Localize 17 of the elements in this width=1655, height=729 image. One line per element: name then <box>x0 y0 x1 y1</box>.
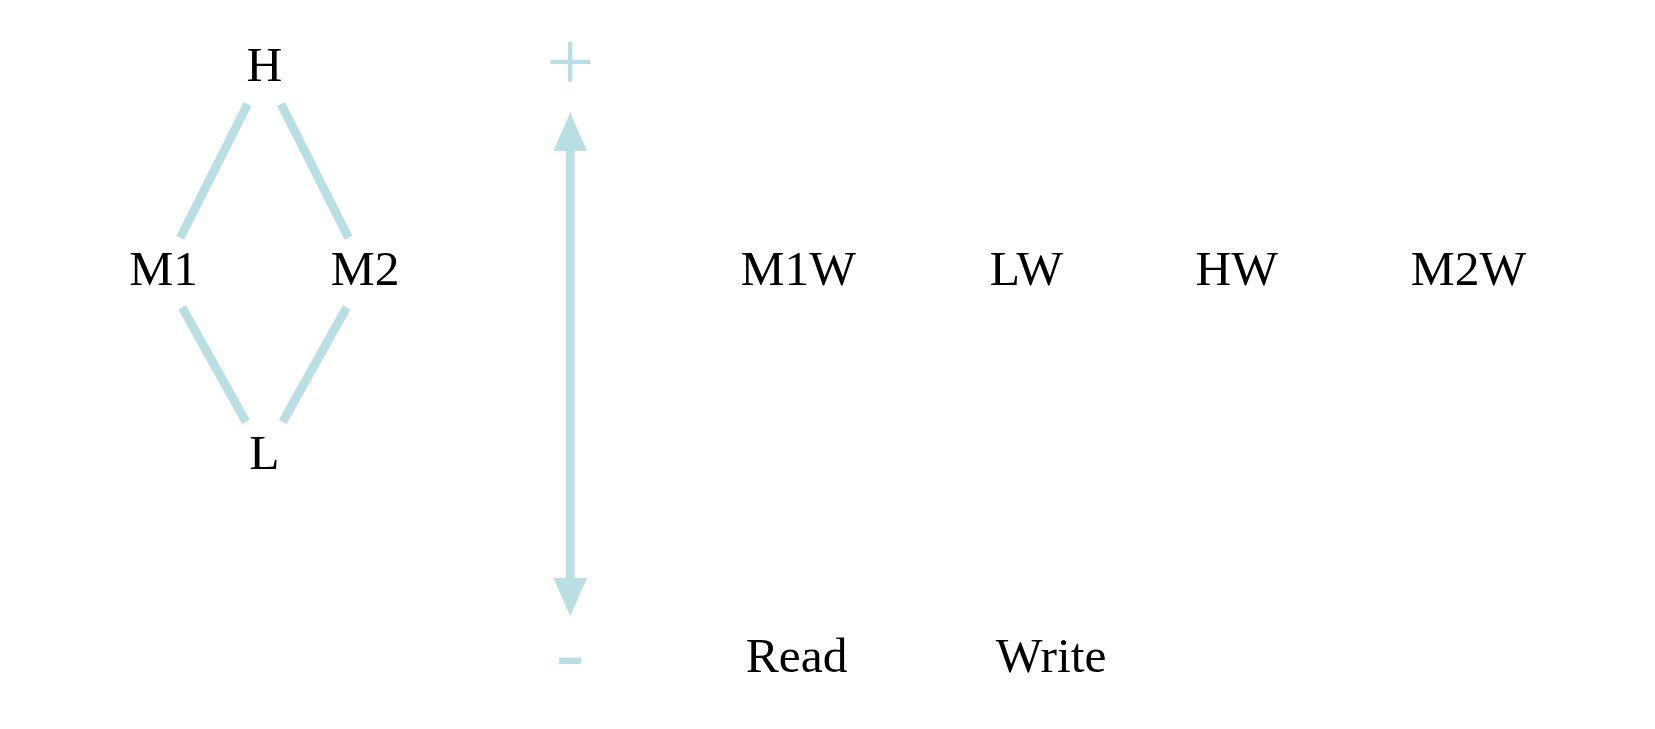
label: Read <box>745 627 848 683</box>
connector <box>176 102 252 240</box>
node-text: H <box>246 37 283 93</box>
label: M1W <box>740 240 857 296</box>
node-text: + <box>546 14 595 109</box>
connector <box>178 305 250 424</box>
connector <box>277 102 353 240</box>
node-text: - <box>556 604 585 699</box>
label: Write <box>995 627 1107 683</box>
arrow <box>553 112 588 617</box>
node-text: M2 <box>330 240 400 296</box>
node-text: M1 <box>129 240 198 296</box>
label: HW <box>1195 240 1279 296</box>
connector <box>278 305 351 424</box>
label: LW <box>989 240 1064 296</box>
node-text: L <box>249 424 280 480</box>
label: M2W <box>1410 240 1527 296</box>
